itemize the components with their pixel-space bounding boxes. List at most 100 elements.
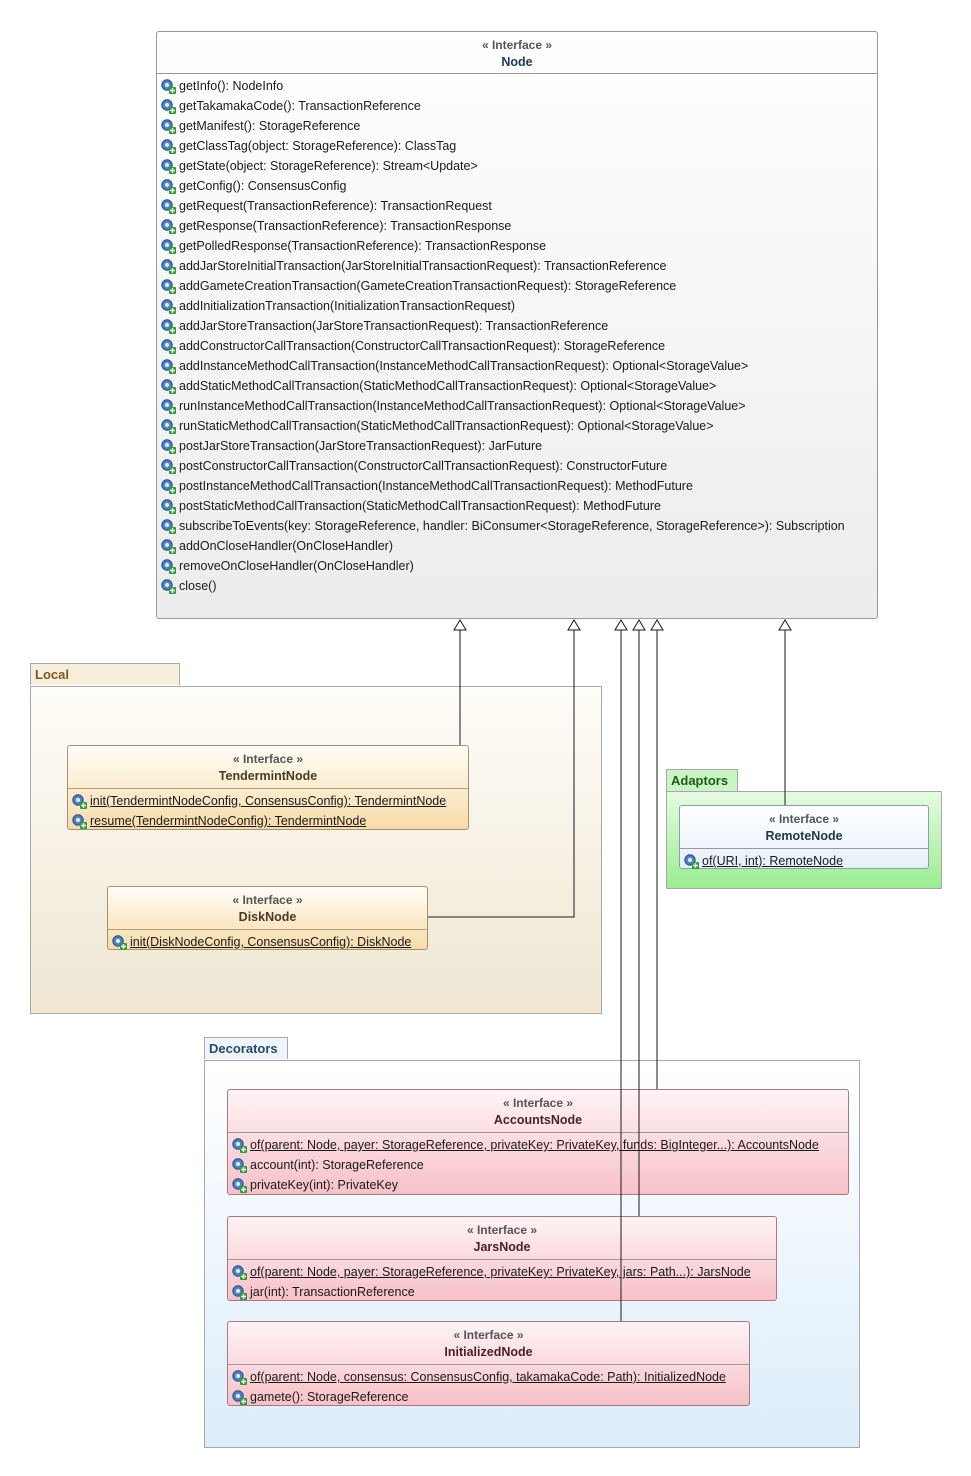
- operation-row[interactable]: close(): [157, 576, 877, 596]
- operation-signature: getInfo(): NodeInfo: [179, 79, 284, 93]
- public-method-icon: [160, 238, 176, 254]
- remote-node-interface[interactable]: « Interface » RemoteNode of(URI, int): R…: [679, 805, 929, 869]
- operation-row[interactable]: getRequest(TransactionReference): Transa…: [157, 196, 877, 216]
- operation-row[interactable]: getState(object: StorageReference): Stre…: [157, 156, 877, 176]
- node-class-name: Node: [501, 55, 533, 69]
- node-stereotype: « Interface »: [481, 38, 553, 52]
- operation-row[interactable]: gamete(): StorageReference: [228, 1387, 749, 1407]
- tendermint-node-stereotype: « Interface »: [232, 752, 304, 766]
- operation-row[interactable]: postStaticMethodCallTransaction(StaticMe…: [157, 496, 877, 516]
- remote-node-stereotype: « Interface »: [768, 812, 840, 826]
- disk-node-operations: init(DiskNodeConfig, ConsensusConfig): D…: [108, 930, 427, 952]
- operation-row[interactable]: getManifest(): StorageReference: [157, 116, 877, 136]
- operation-row[interactable]: getTakamakaCode(): TransactionReference: [157, 96, 877, 116]
- operation-signature: addJarStoreTransaction(JarStoreTransacti…: [179, 319, 609, 333]
- operation-row[interactable]: of(parent: Node, payer: StorageReference…: [228, 1262, 776, 1282]
- operation-row[interactable]: getConfig(): ConsensusConfig: [157, 176, 877, 196]
- operation-signature: runInstanceMethodCallTransaction(Instanc…: [179, 399, 746, 413]
- public-method-icon: [160, 518, 176, 534]
- operation-row[interactable]: runStaticMethodCallTransaction(StaticMet…: [157, 416, 877, 436]
- operation-signature: postStaticMethodCallTransaction(StaticMe…: [179, 499, 661, 513]
- operation-signature: account(int): StorageReference: [250, 1158, 424, 1172]
- operation-row[interactable]: getPolledResponse(TransactionReference):…: [157, 236, 877, 256]
- operation-signature: close(): [179, 579, 217, 593]
- initialized-arrowhead: [614, 619, 628, 631]
- public-method-icon: [231, 1177, 247, 1193]
- operation-signature: getResponse(TransactionReference): Trans…: [179, 219, 512, 233]
- operation-row[interactable]: addConstructorCallTransaction(Constructo…: [157, 336, 877, 356]
- operation-row[interactable]: jar(int): TransactionReference: [228, 1282, 776, 1302]
- operation-row[interactable]: postJarStoreTransaction(JarStoreTransact…: [157, 436, 877, 456]
- public-method-icon: [160, 578, 176, 594]
- public-method-icon: [160, 478, 176, 494]
- public-method-icon: [160, 338, 176, 354]
- operation-signature: resume(TendermintNodeConfig): Tendermint…: [90, 814, 367, 828]
- operation-row[interactable]: getInfo(): NodeInfo: [157, 76, 877, 96]
- public-method-icon: [160, 378, 176, 394]
- operation-row[interactable]: addJarStoreInitialTransaction(JarStoreIn…: [157, 256, 877, 276]
- operation-row[interactable]: getClassTag(object: StorageReference): C…: [157, 136, 877, 156]
- operation-row[interactable]: addInitializationTransaction(Initializat…: [157, 296, 877, 316]
- operation-row[interactable]: removeOnCloseHandler(OnCloseHandler): [157, 556, 877, 576]
- operation-signature: init(TendermintNodeConfig, ConsensusConf…: [90, 794, 447, 808]
- public-method-icon: [231, 1157, 247, 1173]
- operation-row[interactable]: subscribeToEvents(key: StorageReference,…: [157, 516, 877, 536]
- remote-node-operations: of(URI, int): RemoteNode: [680, 849, 928, 871]
- operation-signature: addGameteCreationTransaction(GameteCreat…: [179, 279, 677, 293]
- decorators-package-label: Decorators: [209, 1041, 278, 1056]
- public-method-icon: [160, 318, 176, 334]
- operation-signature: of(parent: Node, consensus: ConsensusCon…: [250, 1370, 726, 1384]
- jars-arrowhead: [632, 619, 646, 631]
- accounts-node-stereotype: « Interface »: [502, 1096, 574, 1110]
- operation-row[interactable]: of(parent: Node, consensus: ConsensusCon…: [228, 1367, 749, 1387]
- operation-signature: getRequest(TransactionReference): Transa…: [179, 199, 492, 213]
- public-method-icon: [160, 138, 176, 154]
- operation-row[interactable]: addInstanceMethodCallTransaction(Instanc…: [157, 356, 877, 376]
- disk-node-interface[interactable]: « Interface » DiskNode init(DiskNodeConf…: [107, 886, 428, 950]
- operation-row[interactable]: privateKey(int): PrivateKey: [228, 1175, 848, 1195]
- operation-row[interactable]: addGameteCreationTransaction(GameteCreat…: [157, 276, 877, 296]
- operation-signature: getPolledResponse(TransactionReference):…: [179, 239, 547, 253]
- adaptors-package-tab: Adaptors: [666, 769, 738, 791]
- public-method-icon: [160, 418, 176, 434]
- operation-row[interactable]: postConstructorCallTransaction(Construct…: [157, 456, 877, 476]
- adaptors-package-label: Adaptors: [671, 773, 729, 788]
- initialized-node-interface[interactable]: « Interface » InitializedNode of(parent:…: [227, 1321, 750, 1406]
- operation-row[interactable]: addStaticMethodCallTransaction(StaticMet…: [157, 376, 877, 396]
- tendermint-node-interface[interactable]: « Interface » TendermintNode init(Tender…: [67, 745, 469, 830]
- public-method-icon: [231, 1389, 247, 1405]
- operation-row[interactable]: getResponse(TransactionReference): Trans…: [157, 216, 877, 236]
- public-method-icon: [111, 934, 127, 950]
- disk-node-class-name: DiskNode: [238, 910, 297, 924]
- operation-row[interactable]: of(URI, int): RemoteNode: [680, 851, 928, 871]
- operation-row[interactable]: of(parent: Node, payer: StorageReference…: [228, 1135, 848, 1155]
- remote-arrowhead: [778, 619, 792, 631]
- operation-row[interactable]: postInstanceMethodCallTransaction(Instan…: [157, 476, 877, 496]
- operation-row[interactable]: addOnCloseHandler(OnCloseHandler): [157, 536, 877, 556]
- local-package: [30, 686, 602, 1014]
- operation-signature: removeOnCloseHandler(OnCloseHandler): [179, 559, 414, 573]
- jars-node-interface[interactable]: « Interface » JarsNode of(parent: Node, …: [227, 1216, 777, 1301]
- operation-signature: subscribeToEvents(key: StorageReference,…: [179, 519, 845, 533]
- operation-signature: jar(int): TransactionReference: [250, 1285, 415, 1299]
- operation-row[interactable]: runInstanceMethodCallTransaction(Instanc…: [157, 396, 877, 416]
- disk-node-stereotype: « Interface »: [232, 893, 303, 907]
- public-method-icon: [160, 118, 176, 134]
- operation-row[interactable]: resume(TendermintNodeConfig): Tendermint…: [68, 811, 468, 831]
- operation-row[interactable]: addJarStoreTransaction(JarStoreTransacti…: [157, 316, 877, 336]
- operation-row[interactable]: account(int): StorageReference: [228, 1155, 848, 1175]
- jars-node-operations: of(parent: Node, payer: StorageReference…: [228, 1260, 776, 1302]
- public-method-icon: [231, 1284, 247, 1300]
- operation-row[interactable]: init(DiskNodeConfig, ConsensusConfig): D…: [108, 932, 427, 952]
- operation-signature: postConstructorCallTransaction(Construct…: [179, 459, 668, 473]
- accounts-node-interface[interactable]: « Interface » AccountsNode of(parent: No…: [227, 1089, 849, 1195]
- public-method-icon: [160, 178, 176, 194]
- initialized-node-operations: of(parent: Node, consensus: ConsensusCon…: [228, 1365, 749, 1407]
- public-method-icon: [160, 498, 176, 514]
- operation-row[interactable]: init(TendermintNodeConfig, ConsensusConf…: [68, 791, 468, 811]
- node-operations: getInfo(): NodeInfo getTakamakaCode(): Tr…: [157, 74, 877, 596]
- operation-signature: of(parent: Node, payer: StorageReference…: [250, 1265, 751, 1279]
- public-method-icon: [160, 538, 176, 554]
